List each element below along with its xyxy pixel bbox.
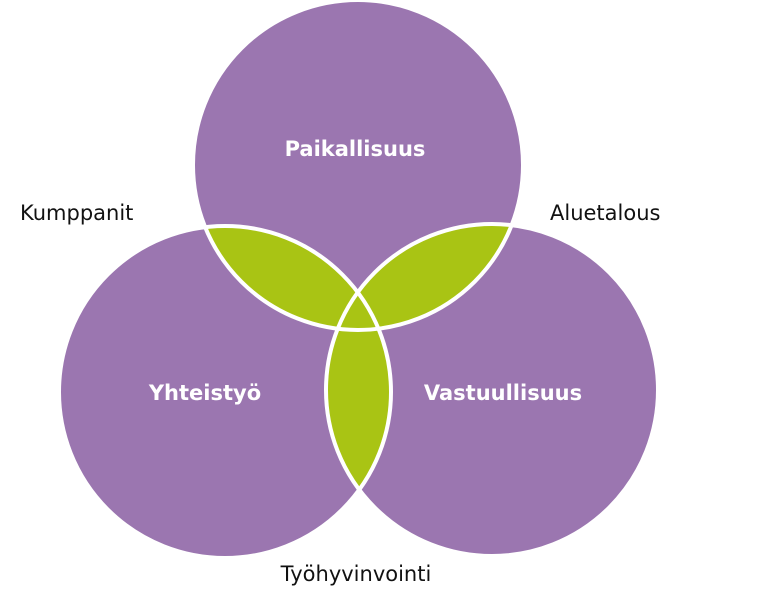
label-kumppanit: Kumppanit bbox=[20, 201, 133, 225]
overlap-top-right bbox=[326, 224, 523, 330]
label-tyohyvinvointi: Työhyvinvointi bbox=[280, 562, 432, 586]
outline-top bbox=[191, 0, 525, 332]
label-vastuullisuus: Vastuullisuus bbox=[424, 381, 582, 405]
outline-right bbox=[324, 222, 660, 558]
overlap-top-left bbox=[193, 226, 391, 330]
label-paikallisuus: Paikallisuus bbox=[285, 137, 426, 161]
label-aluetalous: Aluetalous bbox=[550, 201, 660, 225]
label-yhteistyo: Yhteistyö bbox=[148, 381, 261, 405]
outline-left bbox=[57, 224, 393, 560]
